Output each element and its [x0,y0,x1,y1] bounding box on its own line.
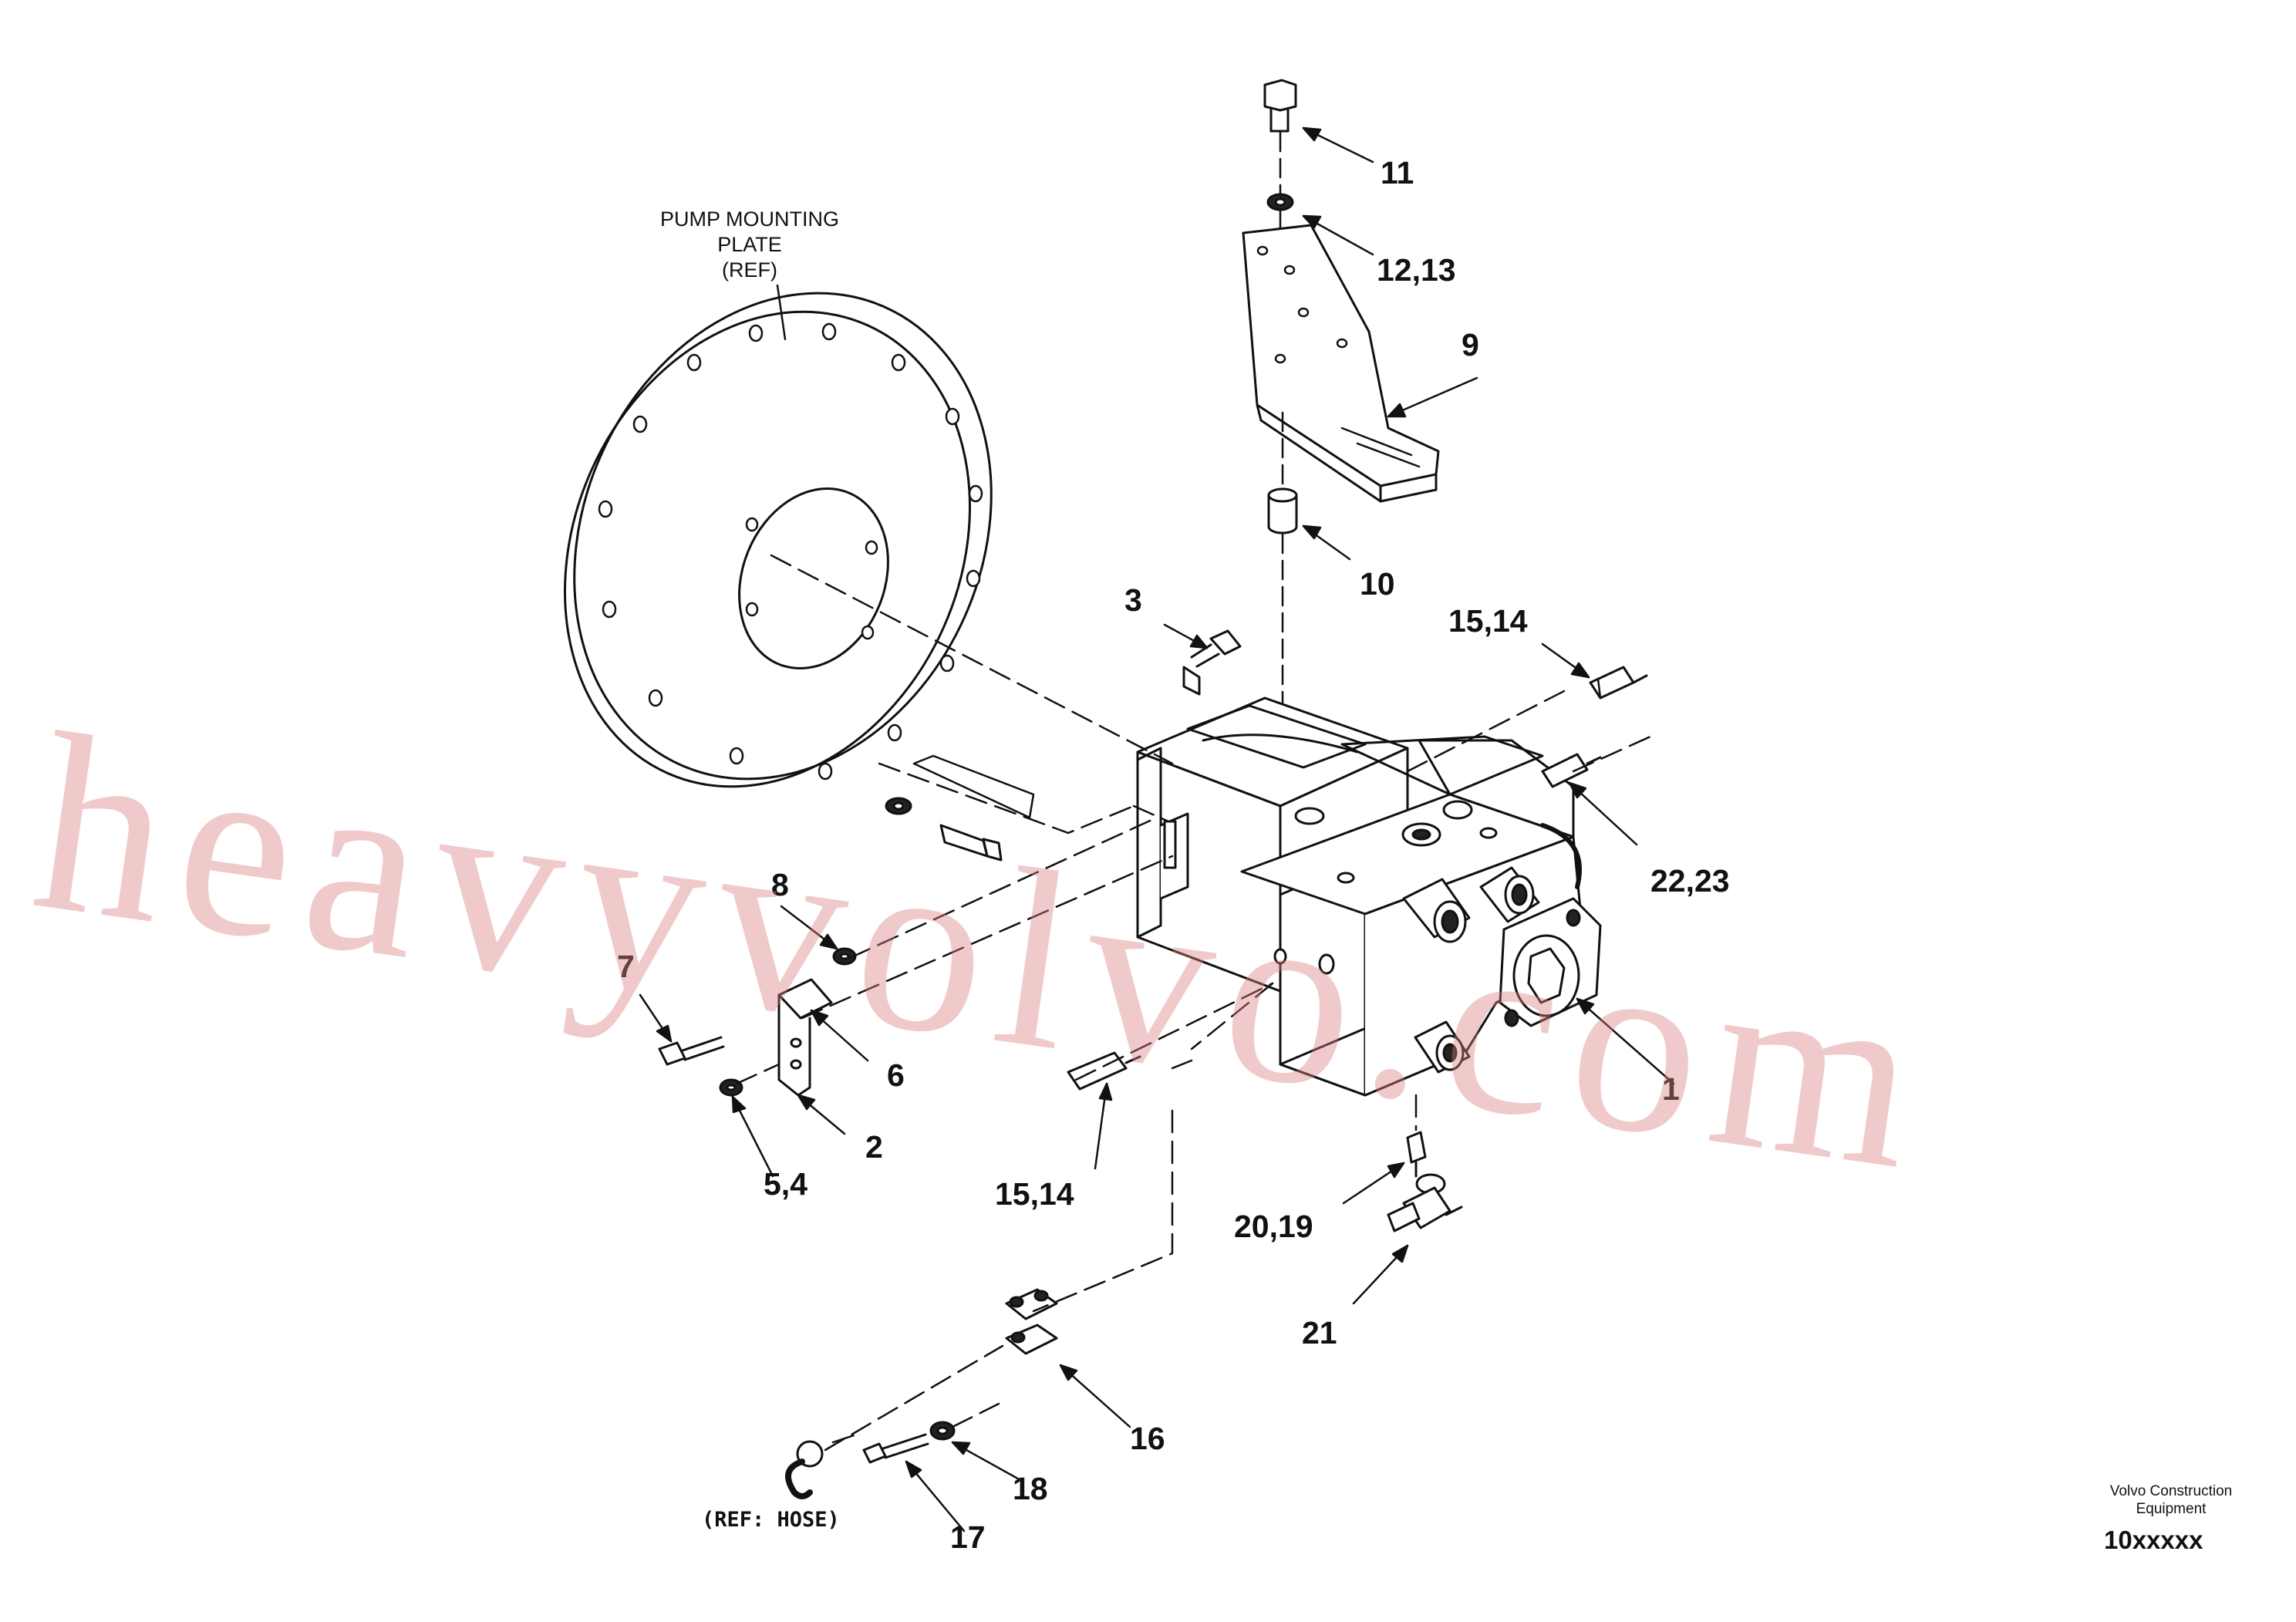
callout-15-14-top: 15,14 [1448,603,1528,639]
tee-21 [1387,1173,1463,1233]
pump-plate-line-1: PUMP MOUNTING [659,207,839,231]
pump-plate-line-2: PLATE [717,232,782,256]
pump-mounting-plate [564,292,993,788]
fitting-22-23 [1541,753,1602,788]
company-credit: Volvo Construction Equipment [2098,1483,2244,1519]
bolt-3 [1182,629,1242,696]
company-line-1: Volvo Construction [2109,1483,2233,1499]
callout-7: 7 [617,949,635,984]
pump-mounting-plate-label: PUMP MOUNTING PLATE (REF) [642,207,858,283]
clamp-16 [1005,1288,1058,1355]
callout-1: 1 [1662,1071,1680,1107]
fitting-15-14-top [1589,666,1648,700]
callout-18: 18 [1013,1471,1048,1506]
callout-3: 3 [1124,582,1142,618]
callout-21: 21 [1302,1315,1337,1351]
bolt-11 [1263,79,1297,133]
callout-11: 11 [1381,155,1414,191]
center-lines [735,554,1652,1452]
callout-2: 2 [865,1129,883,1165]
hose-ref-label: (REF: HOSE) [702,1508,840,1532]
nut-8 [832,947,857,966]
bracket [1242,224,1440,503]
bolt-7 [658,1036,725,1066]
bolt-plate [885,754,1035,862]
company-line-2: Equipment [2136,1500,2207,1517]
callout-17: 17 [950,1519,986,1555]
callout-20-19: 20,19 [1234,1209,1313,1244]
callout-8: 8 [771,867,789,902]
fitting-20-19 [1406,1131,1427,1178]
callout-5-4: 5,4 [764,1166,807,1202]
pump-plate-line-3: (REF) [722,258,777,282]
spacer-10 [1267,487,1298,534]
leader-plate-ref [776,284,787,341]
callout-9: 9 [1462,327,1479,363]
callout-22-23: 22,23 [1650,863,1730,899]
hose-end [785,1440,824,1499]
callout-6: 6 [887,1057,905,1093]
bolt-17 [862,1433,929,1464]
pump-housing [1136,696,1602,1097]
callout-12-13: 12,13 [1377,252,1456,288]
callout-10: 10 [1360,566,1395,602]
leader-arrows [639,126,1675,1533]
callout-16: 16 [1130,1421,1165,1456]
callout-15-14-bottom: 15,14 [995,1176,1074,1212]
washer-18 [929,1421,956,1441]
washer-12-13 [1266,193,1294,211]
drawing-code: 10xxxxx [2104,1526,2203,1554]
